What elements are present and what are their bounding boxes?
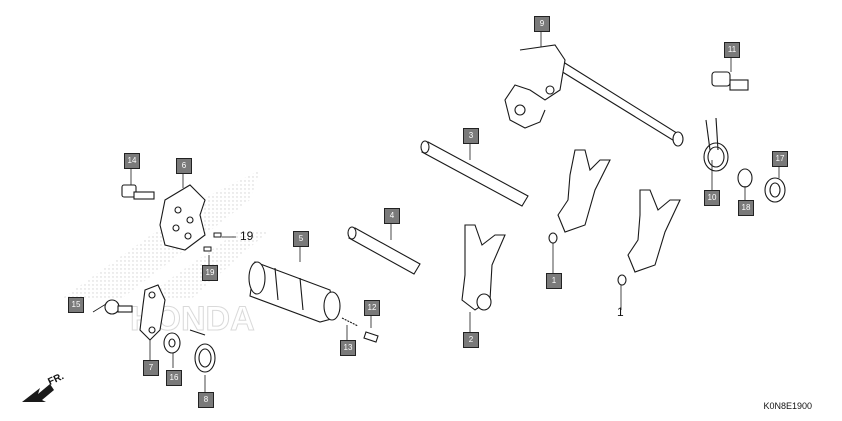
circlip-18	[737, 168, 753, 188]
callout-7[interactable]: 7	[143, 360, 159, 376]
callout-13[interactable]: 13	[340, 340, 356, 356]
front-arrow-icon	[22, 384, 54, 402]
pin-19b	[203, 246, 212, 252]
bolt-14	[121, 184, 155, 200]
callout-8[interactable]: 8	[198, 392, 214, 408]
callout-3[interactable]: 3	[463, 128, 479, 144]
shift-fork-1a	[548, 149, 611, 244]
callout-17[interactable]: 17	[772, 151, 788, 167]
callout-12[interactable]: 12	[364, 300, 380, 316]
spring-8	[189, 329, 216, 373]
pin-19a	[213, 232, 222, 238]
fork-shaft-4	[347, 226, 421, 275]
callout-16[interactable]: 16	[166, 370, 182, 386]
drum-center-6	[159, 184, 206, 251]
callout-9[interactable]: 9	[534, 16, 550, 32]
shift-fork-1b	[617, 189, 681, 286]
stopper-arm-7	[139, 284, 166, 341]
watermark-logo: HONDA	[60, 170, 270, 339]
callout-18[interactable]: 18	[738, 200, 754, 216]
shift-shaft	[504, 44, 684, 147]
callout-15[interactable]: 15	[68, 297, 84, 313]
callout-11[interactable]: 11	[724, 42, 740, 58]
callout-6[interactable]: 6	[176, 158, 192, 174]
diagram-code: K0N8E1900	[763, 401, 812, 411]
bolt-11	[711, 71, 749, 91]
callout-19[interactable]: 19	[202, 265, 218, 281]
callout-1[interactable]: 1	[546, 273, 562, 289]
label-19-plain: 19	[240, 229, 254, 243]
callout-14[interactable]: 14	[124, 153, 140, 169]
callout-10[interactable]: 10	[704, 190, 720, 206]
pin-12	[363, 331, 379, 343]
callout-5[interactable]: 5	[293, 231, 309, 247]
callout-2[interactable]: 2	[463, 332, 479, 348]
fork-shaft-3	[420, 140, 529, 207]
bolt-15	[104, 299, 133, 315]
callout-4[interactable]: 4	[384, 208, 400, 224]
shift-drum-5	[248, 261, 341, 323]
washer-16	[163, 332, 181, 354]
spring-10	[703, 117, 729, 172]
spring-13	[341, 317, 359, 327]
shift-fork-2	[461, 224, 506, 311]
washer-17	[764, 177, 786, 203]
label-1-plain: 1	[617, 305, 624, 319]
